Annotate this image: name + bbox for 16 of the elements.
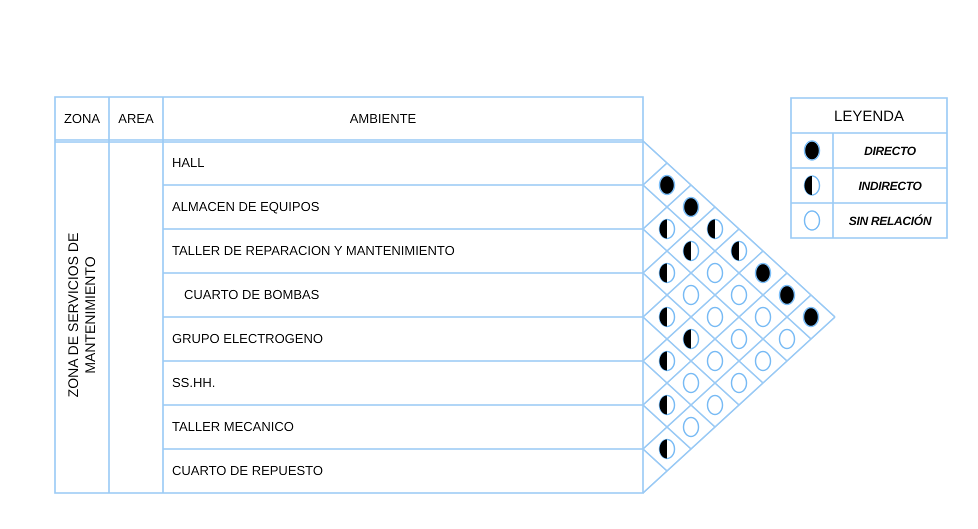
legend-text: SIN RELACIÓN [848, 212, 933, 228]
legend-text: INDIRECTO [857, 178, 923, 194]
zone-name: ZONA DE SERVICIOS DE MANTENIMIENTO [65, 232, 99, 400]
room-name: CUARTO DE BOMBAS [183, 286, 320, 304]
room-name: GRUPO ELECTROGENO [171, 330, 324, 348]
room-name: SS.HH. [171, 374, 216, 392]
legend-title: LEYENDA [832, 107, 906, 127]
column-header: ZONA [62, 110, 102, 128]
legend-text: DIRECTO [863, 142, 917, 158]
column-header: AMBIENTE [348, 110, 418, 128]
room-name: TALLER DE REPARACION Y MANTENIMIENTO [171, 242, 456, 260]
room-name: TALLER MECANICO [171, 418, 295, 436]
column-header: AREA [117, 110, 155, 128]
room-name: HALL [171, 154, 206, 172]
room-name: ALMACEN DE EQUIPOS [171, 198, 320, 216]
room-name: CUARTO DE REPUESTO [171, 462, 324, 480]
